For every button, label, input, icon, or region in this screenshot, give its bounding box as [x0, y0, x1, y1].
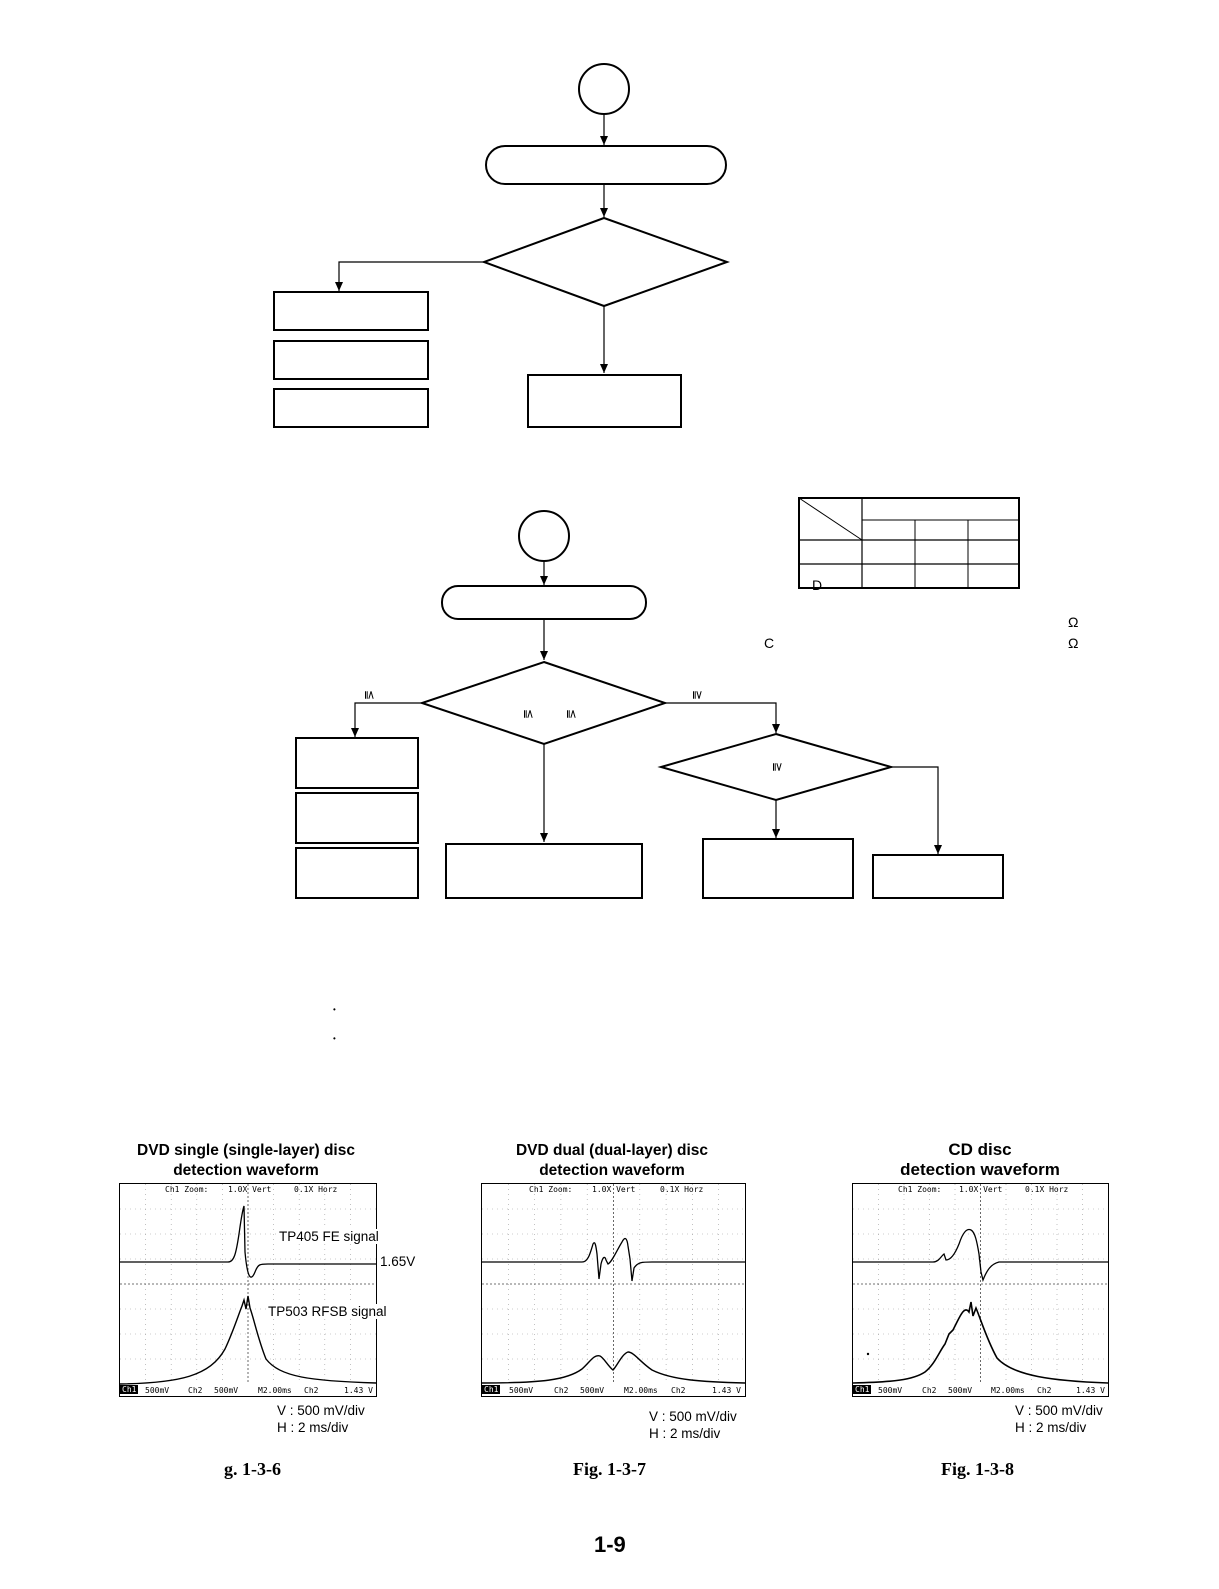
- oscilloscope-3: Ch1 Zoom: 1.0X Vert 0.1X Horz Ch1 500mV …: [852, 1183, 1109, 1397]
- decision-diamond: [481, 216, 730, 308]
- waveform-2-title-line2: detection waveform: [539, 1162, 685, 1179]
- bullet-1: •: [333, 1005, 336, 1014]
- waveform-1-title-line1: DVD single (single-layer) disc: [137, 1142, 355, 1159]
- scope-2-bottom-bar: Ch1 500mV Ch2 500mV M2.00ms Ch2 1.43 V: [482, 1385, 745, 1396]
- scope-3-level: 1.43 V: [1076, 1386, 1105, 1395]
- connector-circle-2: [518, 510, 570, 562]
- scale-1-h: H : 2 ms/div: [277, 1420, 349, 1435]
- oscilloscope-1: Ch1 Zoom: 1.0X Vert 0.1X Horz Ch1 500mV …: [119, 1183, 377, 1397]
- note-ohm-2: Ω: [1068, 635, 1079, 651]
- flowchart-bottom: [295, 497, 1020, 899]
- symbol-right-branch: ≧: [691, 689, 706, 701]
- note-ohm-1: Ω: [1068, 614, 1079, 630]
- scope-3-ch2: Ch2: [922, 1386, 937, 1395]
- symbol-left-branch: ≦: [363, 689, 378, 701]
- fig-label-2: Fig. 1-3-7: [573, 1459, 646, 1479]
- waveform-2-title-line1: DVD dual (dual-layer) disc: [515, 1142, 709, 1159]
- scale-2: V : 500 mV/div H : 2 ms/div: [649, 1408, 737, 1442]
- scope-3-v2: 500mV: [948, 1386, 973, 1395]
- scope-2-vert: 1.0X Vert: [592, 1185, 636, 1194]
- scope-2-horz: 0.1X Horz: [660, 1185, 704, 1194]
- scope-1-trig: Ch2: [304, 1386, 319, 1395]
- scope-1-bottom-bar: Ch1 500mV Ch2 500mV M2.00ms Ch2 1.43 V: [120, 1385, 376, 1396]
- symbol-center-a: ≦: [522, 708, 537, 720]
- oscilloscope-2: Ch1 Zoom: 1.0X Vert 0.1X Horz Ch1 500mV …: [481, 1183, 746, 1397]
- scope-1-v1: 500mV: [145, 1386, 170, 1395]
- scope-3-trig: Ch2: [1037, 1386, 1052, 1395]
- annotation-rfsb-signal: TP503 RFSB signal: [267, 1304, 388, 1319]
- scope-3-bottom-bar: Ch1 500mV Ch2 500mV M2.00ms Ch2 1.43 V: [853, 1385, 1108, 1396]
- bullet-2: •: [333, 1034, 336, 1043]
- scope-1-level: 1.43 V: [344, 1386, 373, 1395]
- result-box-left-a: [295, 737, 419, 789]
- flowchart-top: [273, 63, 730, 428]
- process-terminal-2: [441, 585, 647, 620]
- scale-3-v: V : 500 mV/div: [1015, 1403, 1103, 1418]
- waveform-3-title-line2: detection waveform: [900, 1160, 1060, 1179]
- scope-1-ch2: Ch2: [188, 1386, 203, 1395]
- scope-2-ch: Ch1 Zoom:: [529, 1185, 573, 1194]
- result-box-left-1: [273, 291, 429, 331]
- waveform-1-title-line2: detection waveform: [173, 1162, 319, 1179]
- scale-2-v: V : 500 mV/div: [649, 1409, 737, 1424]
- scope-3-ch: Ch1 Zoom:: [898, 1185, 942, 1194]
- scope-3-screen: [853, 1184, 1108, 1384]
- scale-1-v: V : 500 mV/div: [277, 1403, 365, 1418]
- scope-1-ch1-badge: Ch1: [120, 1385, 139, 1394]
- scope-1-ch: Ch1 Zoom:: [165, 1185, 209, 1194]
- scope-1-horz: 0.1X Horz: [294, 1185, 338, 1194]
- scope-3-vert: 1.0X Vert: [959, 1185, 1003, 1194]
- scope-1-v2: 500mV: [214, 1386, 239, 1395]
- result-box-right-2: [872, 854, 1004, 899]
- scale-3-h: H : 2 ms/div: [1015, 1420, 1087, 1435]
- scope-1-vert: 1.0X Vert: [228, 1185, 272, 1194]
- result-box-center-2: [445, 843, 643, 899]
- scope-3-horz: 0.1X Horz: [1025, 1185, 1069, 1194]
- scope-2-time: M2.00ms: [624, 1386, 658, 1395]
- scope-2-ch2: Ch2: [554, 1386, 569, 1395]
- scope-3-ch1-badge: Ch1: [853, 1385, 872, 1394]
- symbol-center-b: ≦: [565, 708, 580, 720]
- connector-circle: [578, 63, 630, 115]
- table-row-label: D: [812, 577, 823, 593]
- waveform-1-title: DVD single (single-layer) disc detection…: [116, 1141, 376, 1181]
- fig-label-1: g. 1-3-6: [224, 1459, 281, 1479]
- waveform-3-title: CD disc detection waveform: [850, 1140, 1110, 1180]
- annotation-level: 1.65V: [380, 1254, 416, 1269]
- page-number: 1-9: [594, 1532, 626, 1557]
- decision-diamond-2: [418, 660, 669, 746]
- scale-2-h: H : 2 ms/div: [649, 1426, 721, 1441]
- symbol-sub-diamond: ≧: [771, 761, 786, 773]
- result-box-left-3: [273, 388, 429, 428]
- scale-3: V : 500 mV/div H : 2 ms/div: [1015, 1402, 1103, 1436]
- fig-label-3: Fig. 1-3-8: [941, 1459, 1014, 1479]
- scope-2-v2: 500mV: [580, 1386, 605, 1395]
- result-box-left-2: [273, 340, 429, 380]
- scope-2-ch1-badge: Ch1: [482, 1385, 501, 1394]
- annotation-fe-signal: TP405 FE signal: [278, 1229, 380, 1244]
- result-box-right-1: [702, 838, 854, 899]
- waveform-2-title: DVD dual (dual-layer) disc detection wav…: [482, 1141, 742, 1181]
- result-box-left-b: [295, 792, 419, 844]
- scope-3-v1: 500mV: [878, 1386, 903, 1395]
- scope-1-screen: [120, 1184, 376, 1385]
- scope-3-time: M2.00ms: [991, 1386, 1025, 1395]
- scope-2-level: 1.43 V: [712, 1386, 741, 1395]
- note-c: C: [764, 635, 775, 651]
- result-box-center: [527, 374, 682, 428]
- result-box-left-c: [295, 847, 419, 899]
- process-terminal: [485, 145, 727, 185]
- scope-2-v1: 500mV: [509, 1386, 534, 1395]
- scope-2-screen: [482, 1184, 745, 1384]
- waveform-3-title-line1: CD disc: [948, 1140, 1012, 1159]
- scope-1-time: M2.00ms: [258, 1386, 292, 1395]
- scale-1: V : 500 mV/div H : 2 ms/div: [277, 1402, 365, 1436]
- scope-2-trig: Ch2: [671, 1386, 686, 1395]
- criteria-table: [798, 497, 1020, 589]
